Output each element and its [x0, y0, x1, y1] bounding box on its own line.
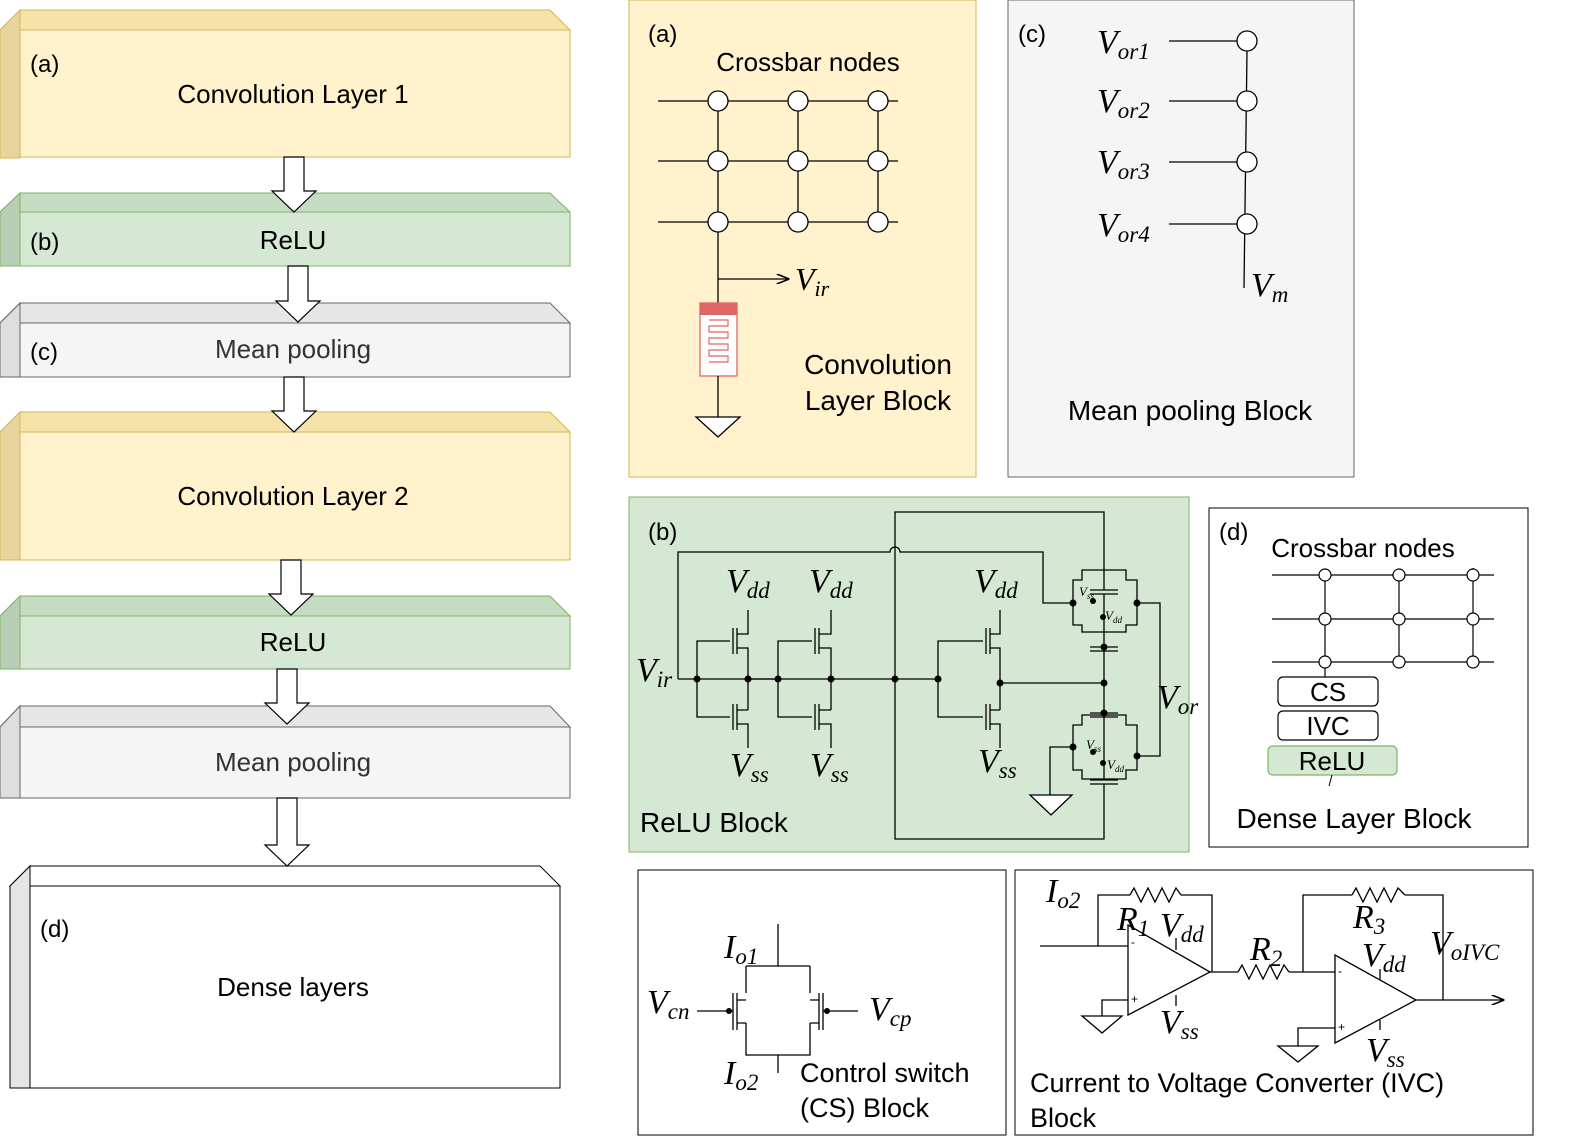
opamp-plus: +	[1131, 992, 1138, 1006]
panel-title-line2: Layer Block	[805, 385, 952, 416]
control-switch-block: Io1 Io2 Vcn Vcp Control switch (CS) Bloc…	[637, 869, 1007, 1136]
ground-icon	[1276, 1045, 1320, 1063]
cs-stack-label: CS	[1310, 677, 1346, 707]
flow-label: ReLU	[260, 627, 326, 657]
vor1-label: Vor1	[1097, 24, 1150, 64]
flow-arrows	[263, 156, 322, 867]
ground-icon	[1028, 794, 1074, 816]
panel-title-line2: (CS) Block	[800, 1093, 930, 1123]
flow-label: Mean pooling	[215, 747, 371, 777]
flow-arrow	[263, 668, 311, 725]
relu-stack-label: ReLU	[1299, 746, 1365, 776]
vss-label: Vss	[1366, 1032, 1405, 1072]
flow-arrow	[270, 156, 318, 213]
pooling-nodes	[1236, 30, 1258, 235]
vss-small-label: Vss	[1079, 584, 1094, 601]
vss-small-label: Vss	[1086, 737, 1101, 754]
crossbar-nodes	[1318, 568, 1480, 669]
flow-arrow	[270, 376, 318, 433]
ground-icon	[1080, 1015, 1124, 1034]
vdd-small-label: Vdd	[1105, 608, 1122, 625]
flow-arrow	[263, 797, 311, 867]
ground-icon	[694, 416, 742, 438]
io1-label: Io1	[723, 929, 758, 969]
vdd-label: Vdd	[726, 563, 770, 603]
flow-tag: (c)	[30, 339, 58, 366]
flow-block-relu2: ReLU	[0, 594, 572, 670]
vdd-small-label: Vdd	[1107, 757, 1124, 774]
panel-tag: (c)	[1018, 21, 1046, 48]
opamp-minus: -	[1131, 935, 1135, 949]
flow-label: Dense layers	[217, 972, 369, 1002]
crossbar-nodes-label: Crossbar nodes	[716, 47, 900, 77]
io2-label: Io2	[1045, 873, 1080, 913]
conv-layer-block: (a) Crossbar nodes Vir Convolution Layer…	[628, 0, 977, 478]
flow-block-conv2: Convolution Layer 2	[0, 410, 572, 561]
flow-tag: (d)	[40, 916, 69, 943]
panel-title: Mean pooling Block	[1068, 395, 1313, 426]
cs-stack-box	[1277, 676, 1379, 707]
relu-block: (b)	[628, 496, 1199, 853]
relu-wiring	[677, 511, 1161, 840]
dense-layer-block: (d) Crossbar nodes CS IVC ReLU Dense Lay…	[1208, 507, 1529, 848]
flow-label: ReLU	[260, 225, 326, 255]
flow-block-pool2: Mean pooling	[0, 704, 572, 799]
r2-label: R2	[1249, 931, 1282, 971]
panel-tag: (b)	[648, 519, 677, 546]
flow-block-dense: (d) Dense layers	[8, 864, 562, 1089]
opamp-plus: +	[1338, 1020, 1345, 1034]
flow-column: (a) Convolution Layer 1 (b) ReLU (c) Mea…	[0, 8, 572, 1089]
io2-label: Io2	[723, 1055, 758, 1095]
panel-tag: (d)	[1219, 519, 1248, 546]
crossbar-nodes-label: Crossbar nodes	[1271, 533, 1455, 563]
ivc-stack-box	[1277, 710, 1379, 741]
crossbar-nodes	[707, 90, 889, 233]
flow-tag: (b)	[30, 229, 59, 256]
flow-arrow	[274, 265, 322, 323]
flow-block-pool1: (c) Mean pooling	[0, 301, 572, 378]
panel-title-line1: Control switch	[800, 1058, 970, 1088]
vss-label: Vss	[978, 743, 1017, 783]
flow-label: Mean pooling	[215, 334, 371, 364]
junction-dots	[693, 598, 1141, 766]
ivc-stack-label: IVC	[1306, 711, 1349, 741]
panel-tag: (a)	[648, 21, 677, 48]
flow-tag: (a)	[30, 51, 59, 78]
panel-title-line1: Convolution	[804, 349, 952, 380]
panel-title-line1: Current to Voltage Converter (IVC)	[1030, 1068, 1444, 1098]
ivc-wiring	[1040, 886, 1503, 1046]
relu-stack-box	[1267, 745, 1398, 776]
vir-label: Vir	[795, 261, 830, 301]
vir-label: Vir	[636, 652, 673, 692]
resistor-icon	[699, 302, 738, 377]
panel-title: ReLU Block	[640, 807, 789, 838]
panel-title: Dense Layer Block	[1236, 803, 1472, 834]
panel-title-line2: Block	[1030, 1103, 1097, 1133]
mean-pooling-block: (c) Vor1 Vor2 Vor3 Vor4 Vm Mean pooling …	[1007, 0, 1355, 478]
flow-block-conv1: (a) Convolution Layer 1	[0, 8, 572, 159]
r1-label: R1	[1116, 901, 1149, 941]
r3-label: R3	[1352, 899, 1385, 939]
opamp-minus: -	[1338, 964, 1342, 978]
flow-label: Convolution Layer 1	[177, 79, 408, 109]
flow-arrow	[267, 559, 315, 616]
ivc-block: - + - + Io2 R1 Vdd Vss R2 R3 Vdd Vss VoI…	[1014, 869, 1534, 1136]
flow-label: Convolution Layer 2	[177, 481, 408, 511]
